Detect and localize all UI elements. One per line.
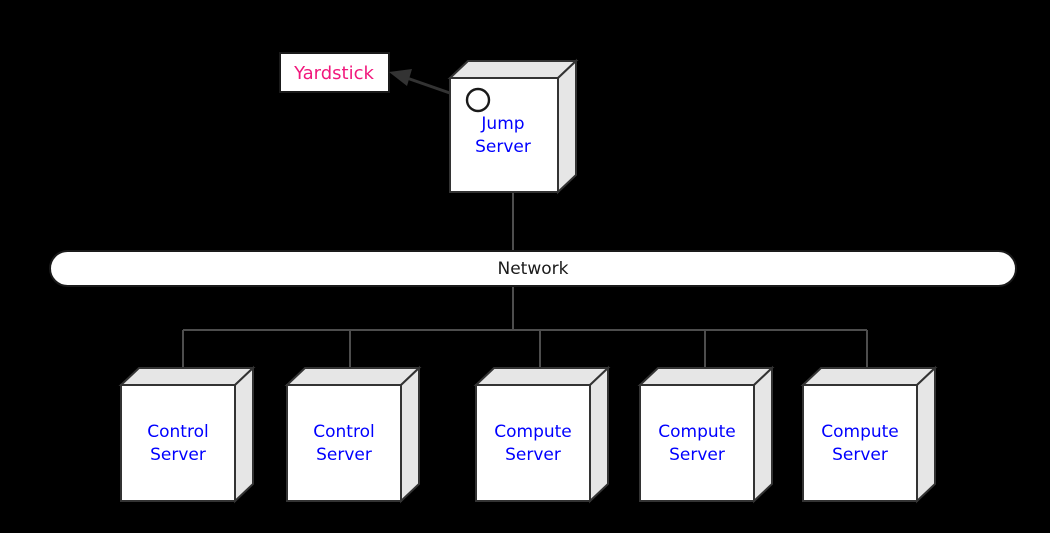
- server-top-face: [800, 367, 938, 386]
- server-front-face[interactable]: [475, 384, 591, 502]
- server-top-face: [637, 367, 775, 386]
- server-top-face: [118, 367, 256, 386]
- server-label-line2: Server: [316, 445, 372, 465]
- server-label-line1: Compute: [658, 422, 736, 442]
- server-front-face[interactable]: [802, 384, 918, 502]
- jump-server-label-line2: Server: [475, 137, 531, 157]
- server-right-face: [916, 365, 936, 504]
- server-node-2[interactable]: Compute Server: [473, 365, 611, 504]
- jump-server-label-line1: Jump: [480, 114, 524, 134]
- server-label-line1: Control: [313, 422, 374, 442]
- arrowhead-icon: [389, 69, 412, 86]
- server-right-face: [589, 365, 609, 504]
- server-top-face: [473, 367, 611, 386]
- network-bar[interactable]: [49, 250, 1017, 287]
- server-front-face[interactable]: [639, 384, 755, 502]
- server-top-face: [284, 367, 422, 386]
- lollipop-circle-icon[interactable]: [465, 87, 491, 113]
- server-front-face[interactable]: [286, 384, 402, 502]
- server-label-line2: Server: [505, 445, 561, 465]
- server-node-4[interactable]: Compute Server: [800, 365, 938, 504]
- network-label: Network: [498, 259, 569, 279]
- server-label-line2: Server: [832, 445, 888, 465]
- server-node-1[interactable]: Control Server: [284, 365, 422, 504]
- server-right-face: [400, 365, 420, 504]
- server-label-line1: Compute: [494, 422, 572, 442]
- server-label-line1: Compute: [821, 422, 899, 442]
- server-right-face: [234, 365, 254, 504]
- server-label-line2: Server: [150, 445, 206, 465]
- server-front-face[interactable]: [120, 384, 236, 502]
- server-node-3[interactable]: Compute Server: [637, 365, 775, 504]
- server-label-line2: Server: [669, 445, 725, 465]
- yardstick-label: Yardstick: [293, 63, 374, 84]
- yardstick-box[interactable]: [279, 52, 390, 93]
- server-label-line1: Control: [147, 422, 208, 442]
- server-right-face: [753, 365, 773, 504]
- server-node-0[interactable]: Control Server: [118, 365, 256, 504]
